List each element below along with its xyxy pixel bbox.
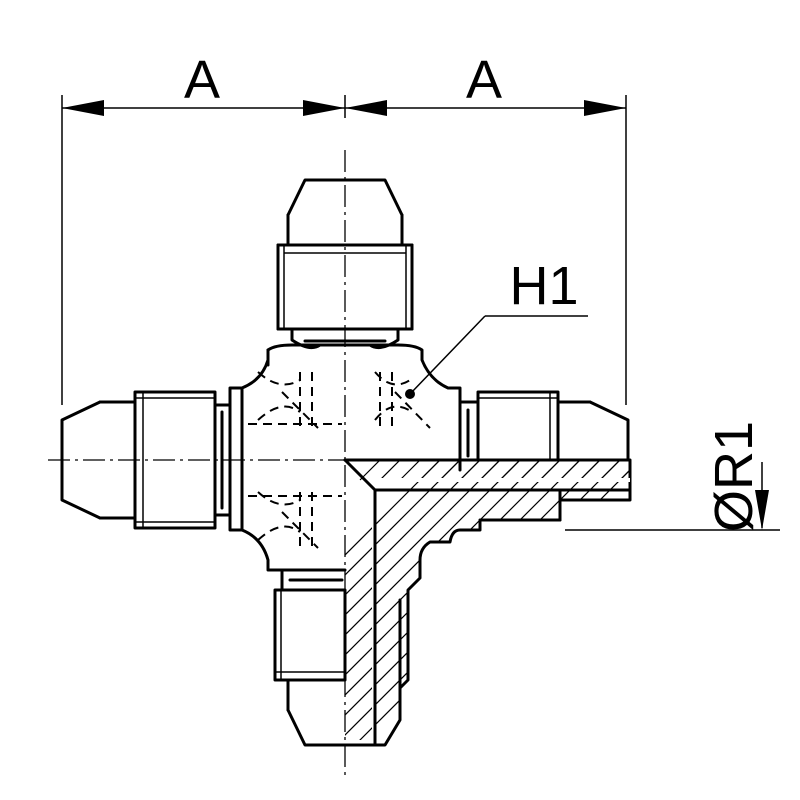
radius-label: ØR1 — [704, 421, 764, 532]
left-flare-cone — [60, 400, 102, 520]
left-undercut — [213, 403, 232, 517]
dimension-a: A A — [61, 50, 627, 405]
arrowhead-right — [584, 100, 626, 116]
body-top-right-corner — [266, 343, 462, 472]
thread-label: H1 — [509, 256, 578, 316]
left-thread-body — [133, 390, 217, 530]
hidden-passage-lower-left — [257, 491, 301, 541]
section-hatch — [345, 460, 630, 740]
thread-callout: H1 — [405, 256, 588, 399]
right-thread-body — [476, 390, 560, 462]
dimension-label-right: A — [466, 50, 502, 110]
hidden-bore-upper-left — [281, 372, 319, 430]
hidden-bore-upper-right — [379, 372, 431, 430]
arrowhead-center-left — [303, 100, 345, 116]
hidden-bore-lower-left — [281, 492, 319, 550]
dimension-label-left: A — [184, 50, 220, 110]
radius-callout: ØR1 — [565, 421, 780, 532]
arrowhead-center-right — [345, 100, 387, 116]
fitting-outline — [60, 178, 630, 747]
arrowhead-left — [62, 100, 104, 116]
section-bore-top — [343, 458, 632, 492]
hidden-passage-upper-left — [257, 371, 301, 421]
top-flare-cone — [286, 178, 404, 217]
bottom-flare-cone — [286, 708, 347, 747]
right-flare-cone — [588, 400, 630, 462]
radius-arrowhead — [755, 490, 769, 530]
section-outline — [343, 458, 632, 747]
leader-line — [409, 315, 486, 395]
body-left-side — [228, 348, 347, 572]
leader-dot — [405, 389, 415, 399]
section-view — [343, 458, 632, 747]
bottom-thread-body — [273, 588, 347, 682]
